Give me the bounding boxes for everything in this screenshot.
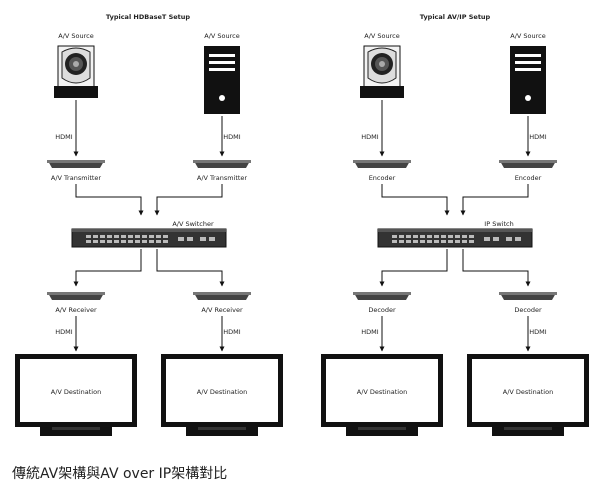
display-monitor-icon	[321, 354, 443, 436]
switch-label: A/V Switcher	[172, 220, 214, 228]
network-switch-icon	[377, 228, 533, 248]
cable-label: HDMI	[529, 328, 547, 336]
destination-label: A/V Destination	[51, 388, 101, 396]
camera-icon	[360, 45, 404, 98]
source-label: A/V Source	[510, 32, 545, 40]
decoder-device	[499, 292, 557, 300]
source-label: A/V Source	[204, 32, 239, 40]
source-label: A/V Source	[58, 32, 93, 40]
encoder-label: Encoder	[369, 174, 396, 182]
receiver-device	[193, 292, 251, 300]
cable-label: HDMI	[55, 133, 73, 141]
av-over-ip-panel: Typical AV/IP Setup A/V Source A/V Sourc…	[321, 13, 589, 436]
cable-label: HDMI	[55, 328, 73, 336]
transmitter-device	[47, 160, 105, 168]
cable-label: HDMI	[223, 133, 241, 141]
destination-label: A/V Destination	[357, 388, 407, 396]
transmitter-device	[193, 160, 251, 168]
receiver-device	[47, 292, 105, 300]
encoder-label: Encoder	[515, 174, 542, 182]
encoder-device	[499, 160, 557, 168]
display-monitor-icon	[161, 354, 283, 436]
receiver-label: A/V Receiver	[55, 306, 97, 314]
display-monitor-icon	[15, 354, 137, 436]
figure-caption: 傳統AV架構與AV over IP架構對比	[12, 466, 228, 482]
decoder-label: Decoder	[514, 306, 542, 314]
source-label: A/V Source	[364, 32, 399, 40]
camera-icon	[54, 45, 98, 98]
computer-tower-icon	[510, 46, 546, 114]
display-monitor-icon	[467, 354, 589, 436]
hdbaset-panel: Typical HDBaseT Setup A/V Source A/V Sou…	[15, 13, 283, 436]
switch-label: IP Switch	[484, 220, 513, 228]
transmitter-label: A/V Transmitter	[51, 174, 102, 182]
network-switch-icon	[71, 228, 227, 248]
cable-label: HDMI	[361, 133, 379, 141]
destination-label: A/V Destination	[197, 388, 247, 396]
receiver-label: A/V Receiver	[201, 306, 243, 314]
computer-tower-icon	[204, 46, 240, 114]
panel-title: Typical AV/IP Setup	[420, 13, 491, 21]
cable-label: HDMI	[223, 328, 241, 336]
decoder-device	[353, 292, 411, 300]
destination-label: A/V Destination	[503, 388, 553, 396]
panel-title: Typical HDBaseT Setup	[106, 13, 190, 21]
transmitter-label: A/V Transmitter	[197, 174, 248, 182]
cable-label: HDMI	[361, 328, 379, 336]
decoder-label: Decoder	[368, 306, 396, 314]
cable-label: HDMI	[529, 133, 547, 141]
diagram: Typical HDBaseT Setup A/V Source A/V Sou…	[15, 13, 589, 436]
encoder-device	[353, 160, 411, 168]
